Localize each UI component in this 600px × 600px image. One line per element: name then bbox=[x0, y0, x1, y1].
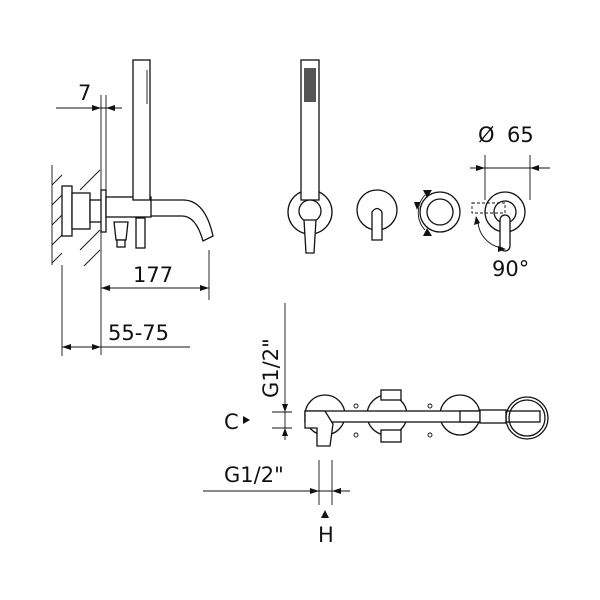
diameter-symbol: Ø bbox=[478, 123, 495, 147]
wall-flange bbox=[61, 185, 73, 237]
mixer-lever bbox=[499, 214, 511, 252]
label-cold: C bbox=[224, 410, 239, 434]
label-hot: H bbox=[318, 523, 334, 547]
cover-plate bbox=[100, 189, 107, 233]
rotation-arrow bbox=[477, 219, 504, 249]
diverter-arrow bbox=[417, 194, 426, 231]
dim-wall-depth: 55-75 bbox=[108, 321, 169, 345]
mixer-top bbox=[505, 396, 549, 440]
dim-hot-connection: G1/2" bbox=[224, 463, 284, 487]
wall-neck bbox=[89, 199, 103, 223]
diverter-plate bbox=[419, 191, 461, 233]
spout bbox=[151, 199, 214, 242]
spout-front bbox=[371, 207, 383, 241]
wall-body bbox=[71, 192, 91, 230]
spray-face bbox=[304, 68, 316, 102]
handle-side bbox=[113, 221, 129, 241]
dim-spout-projection: 177 bbox=[133, 263, 173, 287]
dim-rotation: 90° bbox=[492, 257, 529, 281]
wall-hatching bbox=[51, 165, 101, 267]
hand-shower-side bbox=[132, 59, 151, 201]
dim-plate-diameter: 65 bbox=[507, 123, 534, 147]
top-view: G1/2" C G1/2" H bbox=[203, 303, 549, 547]
front-views: Ø 65 90° bbox=[287, 59, 550, 281]
dim-wall-offset: 7 bbox=[78, 81, 91, 105]
side-view: 7 177 55-75 bbox=[51, 59, 214, 356]
diverter-side bbox=[135, 217, 146, 249]
dim-cold-connection: G1/2" bbox=[259, 338, 283, 398]
mixer-body bbox=[105, 196, 152, 218]
